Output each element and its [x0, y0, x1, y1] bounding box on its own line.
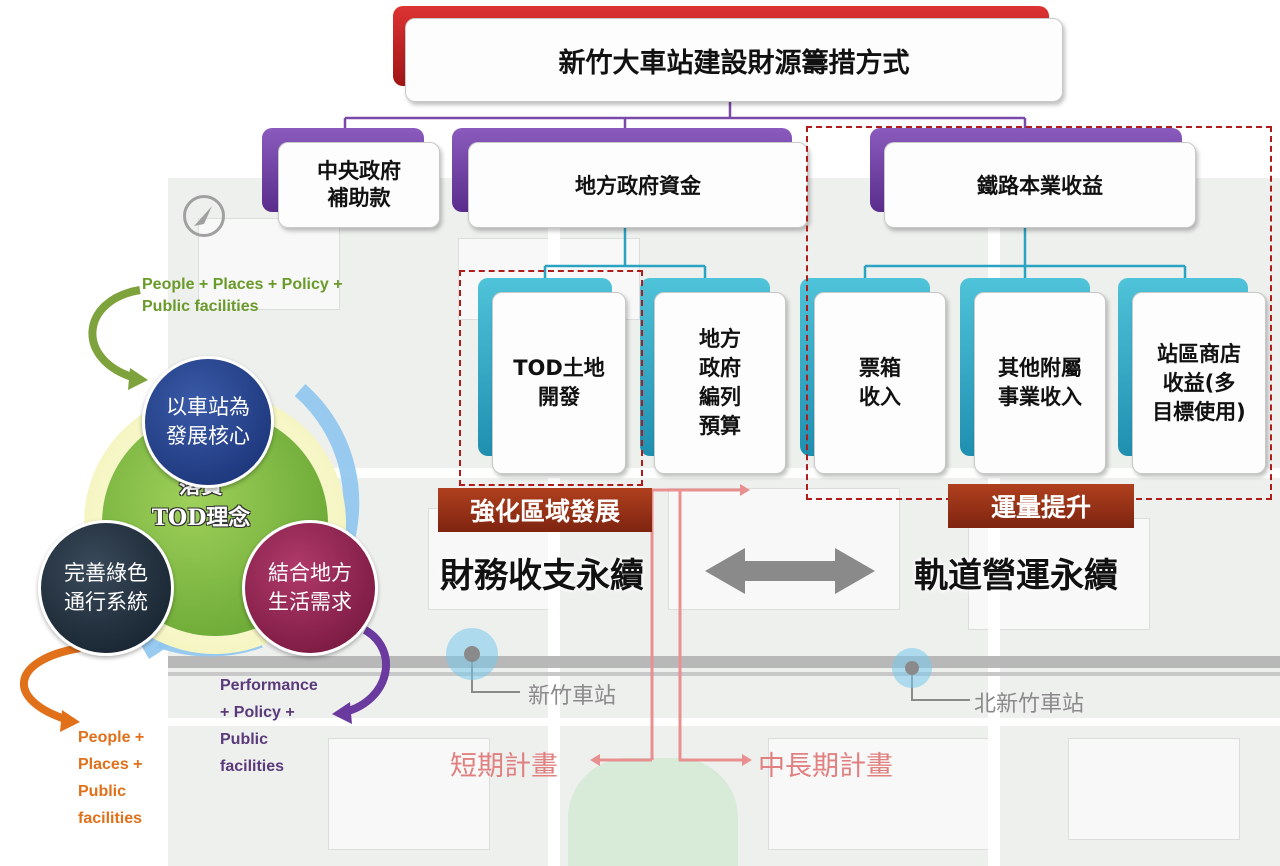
ticket-revenue-box: 票箱 收入 [814, 292, 946, 474]
station-dot [905, 661, 919, 675]
local-needs-circle: 結合地方 生活需求 [242, 520, 378, 656]
map-block [1068, 738, 1240, 840]
tod-land-box: TOD土地 開發 [492, 292, 626, 474]
station-core-circle: 以車站為 發展核心 [142, 356, 274, 488]
shop-revenue-box: 站區商店 收益(多 目標使用) [1132, 292, 1266, 474]
north-station-marker [892, 648, 932, 688]
green-transport-label: 完善綠色 通行系統 [64, 561, 148, 614]
finance-sustainability-text: 財務收支永續 [440, 556, 644, 596]
title-box: 新竹大車站建設財源籌措方式 [405, 18, 1063, 102]
regional-development-banner: 強化區域發展 [438, 488, 652, 532]
compass-icon [183, 195, 225, 237]
station-dot [464, 646, 480, 662]
local-budget-label: 地方 政府 編列 預算 [699, 327, 741, 438]
regional-development-label: 強化區域發展 [469, 497, 620, 526]
map-park [568, 758, 738, 866]
hsinchu-station-marker [446, 628, 498, 680]
rail-highlight-frame [806, 126, 1272, 500]
hsinchu-station-label: 新竹車站 [528, 684, 617, 709]
local-funds-box: 地方政府資金 [468, 142, 808, 228]
map-block [768, 738, 990, 850]
tod-land-label: TOD土地 開發 [513, 356, 605, 409]
tod-highlight-frame [459, 270, 643, 486]
local-funds-label: 地方政府資金 [575, 174, 701, 198]
ticket-revenue-label: 票箱 收入 [859, 356, 901, 409]
map-road [168, 718, 1280, 726]
map-block [328, 738, 490, 850]
map-block [668, 488, 900, 610]
ridership-increase-label: 運量提升 [990, 493, 1091, 522]
other-revenue-box: 其他附屬 事業收入 [974, 292, 1106, 474]
north-station-label: 北新竹車站 [974, 692, 1085, 717]
local-needs-label: 結合地方 生活需求 [268, 561, 352, 614]
ridership-increase-banner: 運量提升 [948, 484, 1134, 528]
station-core-label: 以車站為 發展核心 [166, 395, 250, 448]
diagram-title: 新竹大車站建設財源籌措方式 [558, 47, 910, 79]
green-transport-circle: 完善綠色 通行系統 [38, 520, 174, 656]
rail-sustainability-text: 軌道營運永續 [914, 556, 1118, 596]
map-block [198, 218, 340, 310]
rail-revenue-label: 鐵路本業收益 [977, 174, 1103, 198]
note-right-text: Performance + Policy + Public facilities [220, 677, 318, 775]
local-budget-box: 地方 政府 編列 預算 [654, 292, 786, 474]
railway-line [168, 672, 1280, 676]
other-revenue-label: 其他附屬 事業收入 [998, 356, 1082, 409]
short-term-plan-label: 短期計畫 [450, 751, 558, 782]
rail-revenue-box: 鐵路本業收益 [884, 142, 1196, 228]
long-term-plan-label: 中長期計畫 [758, 751, 893, 782]
note-top-text: People + Places + Policy + Public facili… [142, 276, 343, 315]
shop-revenue-label: 站區商店 收益(多 目標使用) [1152, 341, 1246, 424]
central-subsidy-label: 中央政府 補助款 [317, 159, 401, 210]
central-subsidy-box: 中央政府 補助款 [278, 142, 440, 228]
note-left-text: People + Places + Public facilities [78, 729, 145, 827]
